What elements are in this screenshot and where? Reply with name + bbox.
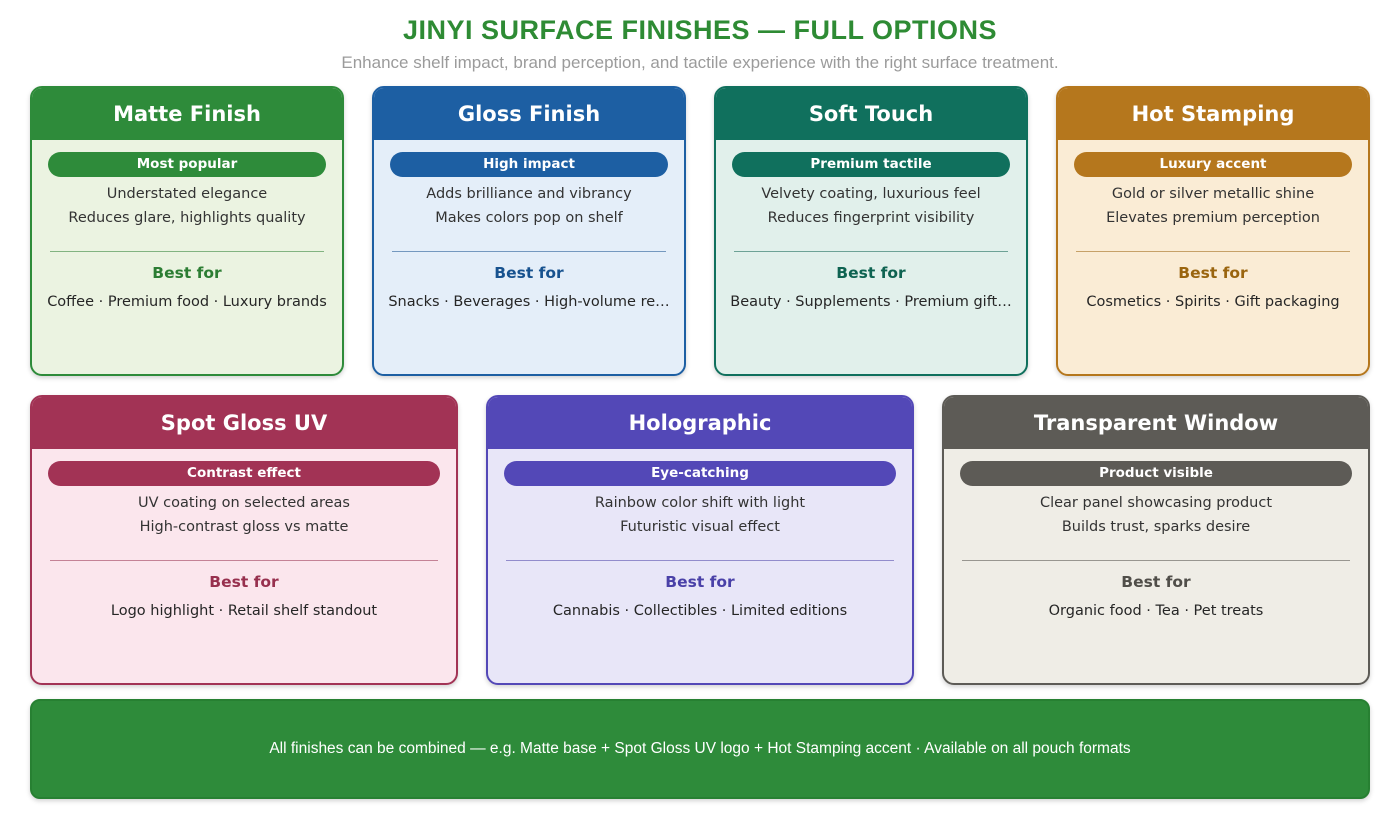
card-badge: Most popular — [48, 152, 326, 177]
card-feature-line-2: Makes colors pop on shelf — [435, 210, 623, 226]
best-for-items: Cosmetics · Spirits · Gift packaging — [1086, 294, 1340, 310]
card-badge: High impact — [390, 152, 668, 177]
footer-text: All finishes can be combined — e.g. Matt… — [269, 740, 1131, 757]
best-for-items: Coffee · Premium food · Luxury brands — [47, 294, 327, 310]
card-body: Product visible Clear panel showcasing p… — [944, 449, 1368, 621]
card-header: Holographic — [488, 397, 912, 449]
page-title: JINYI SURFACE FINISHES — FULL OPTIONS — [402, 15, 998, 45]
card-feature-line-1: Gold or silver metallic shine — [1111, 186, 1315, 202]
best-for-items: Organic food · Tea · Pet treats — [1048, 603, 1264, 619]
card-feature-line-2: Reduces glare, highlights quality — [68, 210, 306, 226]
card-divider — [506, 560, 894, 561]
cards-row-2: Spot Gloss UV Contrast effect UV coating… — [30, 395, 1370, 685]
card-badge: Eye-catching — [504, 461, 896, 486]
card-body: Luxury accent Gold or silver metallic sh… — [1058, 140, 1368, 312]
best-for-items: Logo highlight · Retail shelf standout — [110, 603, 378, 619]
card-title: Matte Finish — [113, 102, 261, 126]
card-title: Transparent Window — [1033, 411, 1279, 435]
card-body: Eye-catching Rainbow color shift with li… — [488, 449, 912, 621]
card-feature-line-1: UV coating on selected areas — [138, 495, 350, 511]
best-for-items: Beauty · Supplements · Premium gift… — [730, 294, 1012, 310]
card-body: High impact Adds brilliance and vibrancy… — [374, 140, 684, 312]
card-badge: Contrast effect — [48, 461, 440, 486]
page: JINYI SURFACE FINISHES — FULL OPTIONS En… — [30, 15, 1370, 799]
best-for-items: Snacks · Beverages · High-volume re… — [388, 294, 670, 310]
card-feature-line-1: Rainbow color shift with light — [594, 495, 806, 511]
card-header: Spot Gloss UV — [32, 397, 456, 449]
card-title: Hot Stamping — [1131, 102, 1295, 126]
finish-card: Transparent Window Product visible Clear… — [942, 395, 1370, 685]
card-feature-line-2: Builds trust, sparks desire — [1061, 519, 1251, 535]
card-feature-line-1: Adds brilliance and vibrancy — [426, 186, 632, 202]
card-divider — [50, 560, 438, 561]
card-badge: Product visible — [960, 461, 1352, 486]
card-title: Soft Touch — [808, 102, 934, 126]
card-title: Gloss Finish — [457, 102, 601, 126]
finish-card: Holographic Eye-catching Rainbow color s… — [486, 395, 914, 685]
best-for-label: Best for — [209, 573, 279, 591]
card-feature-line-2: Elevates premium perception — [1106, 210, 1320, 226]
best-for-label: Best for — [665, 573, 735, 591]
footer-banner: All finishes can be combined — e.g. Matt… — [30, 699, 1370, 799]
card-feature-line-1: Velvety coating, luxurious feel — [761, 186, 981, 202]
card-feature-line-2: High-contrast gloss vs matte — [139, 519, 349, 535]
card-feature-line-2: Futuristic visual effect — [620, 519, 780, 535]
card-badge: Premium tactile — [732, 152, 1010, 177]
finish-card: Matte Finish Most popular Understated el… — [30, 86, 344, 376]
card-title: Spot Gloss UV — [160, 411, 328, 435]
card-divider — [1076, 251, 1350, 252]
card-feature-line-1: Clear panel showcasing product — [1039, 495, 1273, 511]
card-header: Matte Finish — [32, 88, 342, 140]
card-header: Hot Stamping — [1058, 88, 1368, 140]
finish-card: Gloss Finish High impact Adds brilliance… — [372, 86, 686, 376]
best-for-label: Best for — [1121, 573, 1191, 591]
best-for-label: Best for — [152, 264, 222, 282]
card-header: Soft Touch — [716, 88, 1026, 140]
card-header: Gloss Finish — [374, 88, 684, 140]
card-title: Holographic — [628, 411, 772, 435]
card-body: Most popular Understated elegance Reduce… — [32, 140, 342, 312]
card-divider — [50, 251, 324, 252]
card-badge: Luxury accent — [1074, 152, 1352, 177]
finish-card: Soft Touch Premium tactile Velvety coati… — [714, 86, 1028, 376]
card-divider — [392, 251, 666, 252]
card-body: Premium tactile Velvety coating, luxurio… — [716, 140, 1026, 312]
best-for-label: Best for — [1178, 264, 1248, 282]
best-for-label: Best for — [494, 264, 564, 282]
cards-row-1: Matte Finish Most popular Understated el… — [30, 86, 1370, 376]
card-feature-line-1: Understated elegance — [106, 186, 268, 202]
card-feature-line-2: Reduces fingerprint visibility — [767, 210, 975, 226]
page-subtitle: Enhance shelf impact, brand perception, … — [341, 53, 1059, 72]
best-for-items: Cannabis · Collectibles · Limited editio… — [552, 603, 848, 619]
card-divider — [734, 251, 1008, 252]
best-for-label: Best for — [836, 264, 906, 282]
finish-card: Hot Stamping Luxury accent Gold or silve… — [1056, 86, 1370, 376]
card-body: Contrast effect UV coating on selected a… — [32, 449, 456, 621]
card-header: Transparent Window — [944, 397, 1368, 449]
card-divider — [962, 560, 1350, 561]
finish-card: Spot Gloss UV Contrast effect UV coating… — [30, 395, 458, 685]
